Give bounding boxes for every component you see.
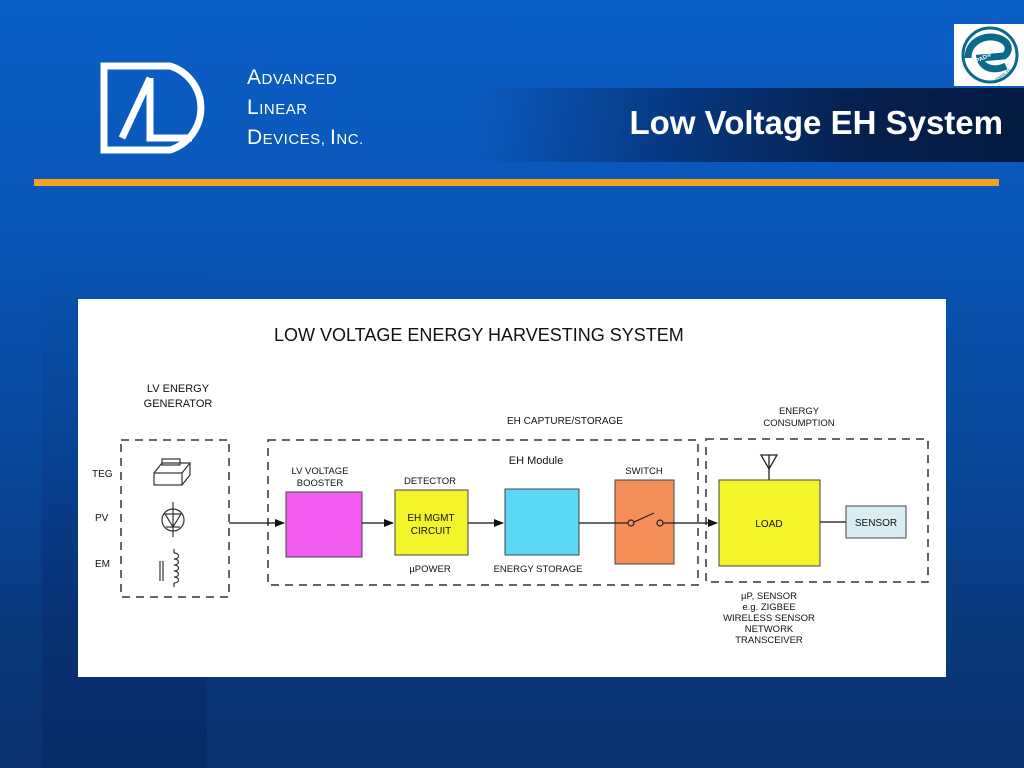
- load-note-2: e.g. ZIGBEE: [742, 602, 795, 613]
- source-em: EM: [95, 559, 110, 570]
- load-note-1: µP, SENSOR: [741, 591, 797, 602]
- consumption-label-1: ENERGY: [779, 406, 820, 417]
- energy-storage-block: [504, 488, 580, 556]
- booster-label-2: BOOSTER: [297, 478, 344, 489]
- generator-dashed-box: [120, 439, 230, 598]
- source-pv: PV: [95, 513, 109, 524]
- storage-label: ENERGY STORAGE: [494, 564, 583, 575]
- booster-block: [285, 491, 363, 558]
- sensor-label: SENSOR: [855, 518, 897, 529]
- load-note-3: WIRELESS SENSOR: [723, 613, 815, 624]
- company-name: ADVANCED LINEAR DEVICES, INC.: [247, 66, 364, 149]
- pv-diode-icon: [161, 502, 185, 537]
- detector-label: DETECTOR: [404, 476, 456, 487]
- page-title: Low Voltage EH System: [629, 104, 1003, 141]
- consumption-dashed-box: [705, 438, 929, 583]
- title-band: [475, 88, 1024, 162]
- generator-label-1: LV ENERGY: [147, 383, 210, 395]
- generator-label-2: GENERATOR: [144, 398, 213, 410]
- eh-mgmt-block: [394, 489, 469, 556]
- load-block: [718, 479, 821, 567]
- upower-label: µPOWER: [409, 564, 451, 575]
- load-note-4: NETWORK: [745, 624, 794, 635]
- epad-badge: EPAD® ENABLED: [954, 24, 1024, 86]
- mgmt-label-1: EH MGMT: [407, 513, 454, 524]
- source-teg: TEG: [92, 469, 113, 480]
- load-label: LOAD: [755, 519, 782, 530]
- teg-icon: [153, 458, 192, 486]
- consumption-label-2: CONSUMPTION: [763, 418, 834, 429]
- load-note-5: TRANSCEIVER: [735, 635, 803, 646]
- antenna-icon: [759, 454, 779, 480]
- ald-logo: [100, 62, 205, 154]
- capture-dashed-box: [267, 439, 699, 586]
- switch-icon: [615, 512, 674, 527]
- switch-block: [614, 479, 675, 565]
- booster-label-1: LV VOLTAGE: [291, 466, 348, 477]
- diagram-title: LOW VOLTAGE ENERGY HARVESTING SYSTEM: [274, 325, 684, 345]
- switch-label: SWITCH: [625, 466, 663, 477]
- mgmt-label-2: CIRCUIT: [411, 526, 452, 537]
- accent-rule: [34, 179, 999, 186]
- capture-label: EH CAPTURE/STORAGE: [507, 416, 623, 427]
- em-coil-icon: [159, 549, 180, 587]
- module-label: EH Module: [509, 455, 563, 467]
- diagram-panel: LOW VOLTAGE ENERGY HARVESTING SYSTEM LV …: [78, 299, 946, 677]
